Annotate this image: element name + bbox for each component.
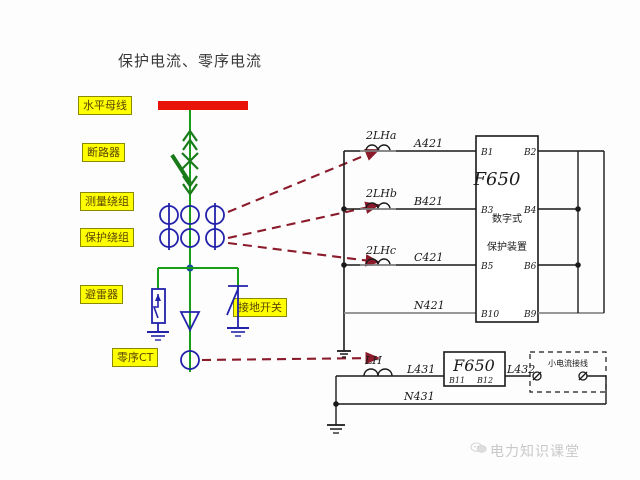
wire-label-c421: C421: [414, 251, 443, 264]
current-direction-arrow-up: [182, 129, 198, 151]
f650-device-name: F650: [473, 169, 521, 190]
link-line-phase-a: [227, 148, 380, 213]
link-line-phase-c: [227, 241, 381, 267]
chat-bubble-glyph: [470, 442, 487, 453]
return-node-b4: [575, 206, 581, 212]
ct-label-2lhb: 2LHb: [365, 187, 397, 200]
current-direction-arrow-down: [182, 175, 198, 196]
f650-lower-device-name: F650: [452, 356, 495, 375]
terminal-b12: B12: [476, 376, 493, 385]
ct-coil-lh: [363, 368, 393, 377]
return-node-b6: [575, 262, 581, 268]
ct-group-center: [180, 205, 200, 248]
ct-label-lh: LH: [364, 354, 382, 367]
wire-label-n431: N431: [403, 390, 435, 403]
link-line-phase-b: [227, 201, 381, 240]
earthing-switch-symbol: [226, 285, 249, 337]
small-current-wiring-box: [529, 351, 607, 393]
surge-arrester-symbol: [147, 288, 169, 341]
terminal-b1: B1: [480, 148, 493, 158]
f650-protection-device-box: [475, 135, 539, 323]
ct-coil-2lhc: [360, 258, 396, 266]
terminal-b10: B10: [480, 310, 499, 320]
f650-device-line2: 保护装置: [487, 240, 527, 253]
link-line-zero-sequence: [201, 351, 381, 365]
wire-label-n421: N421: [413, 299, 445, 312]
label-circuit-breaker: 断路器: [82, 143, 125, 162]
ct-group-left: [159, 203, 179, 250]
label-earthing-switch: 接地开关: [233, 298, 287, 317]
f650-zero-sequence-box: [443, 351, 506, 387]
horizontal-bus-bar: [158, 101, 248, 110]
label-measuring-winding: 测量绕组: [80, 192, 134, 211]
terminal-b2: B2: [523, 148, 537, 158]
ct-coil-2lhb: [360, 202, 396, 210]
label-zero-sequence-ct: 零序CT: [112, 348, 159, 367]
terminal-b9: B9: [523, 310, 537, 320]
terminal-b6: B6: [523, 262, 537, 272]
circuit-breaker-symbol: [181, 152, 199, 170]
label-protection-winding: 保护绕组: [80, 228, 134, 247]
terminal-b4: B4: [523, 206, 537, 216]
page-title: 保护电流、零序电流: [118, 52, 263, 70]
wire-label-a421: A421: [413, 137, 443, 150]
pt-triangle-symbol: [179, 311, 201, 333]
zero-sequence-ct-symbol: [180, 350, 200, 370]
test-link-symbols: [532, 371, 588, 381]
ct-label-2lha: 2LHa: [365, 129, 396, 142]
label-horizontal-bus: 水平母线: [78, 96, 132, 115]
wire-label-l432: L432: [506, 363, 535, 376]
breaker-blade: [170, 153, 192, 185]
watermark-text: 电力知识课堂: [490, 444, 580, 460]
f650-device-line1: 数字式: [492, 212, 522, 225]
ct-coil-2lha: [360, 144, 396, 152]
wire-label-l431: L431: [406, 363, 435, 376]
terminal-b5: B5: [480, 262, 494, 272]
chat-bubble-icon: [470, 440, 488, 456]
right-circuit-ground-symbol: [337, 350, 351, 358]
bottom-ground-symbol: [327, 424, 345, 434]
terminal-b3: B3: [480, 206, 494, 216]
label-surge-arrester: 避雷器: [80, 285, 123, 304]
terminal-b11: B11: [448, 376, 465, 385]
ct-label-2lhc: 2LHc: [365, 244, 396, 257]
link-lines-group: [201, 148, 381, 365]
small-current-wiring-label: 小电流接线: [548, 358, 588, 368]
ct-group-right: [205, 203, 225, 250]
wire-label-b421: B421: [413, 195, 443, 208]
